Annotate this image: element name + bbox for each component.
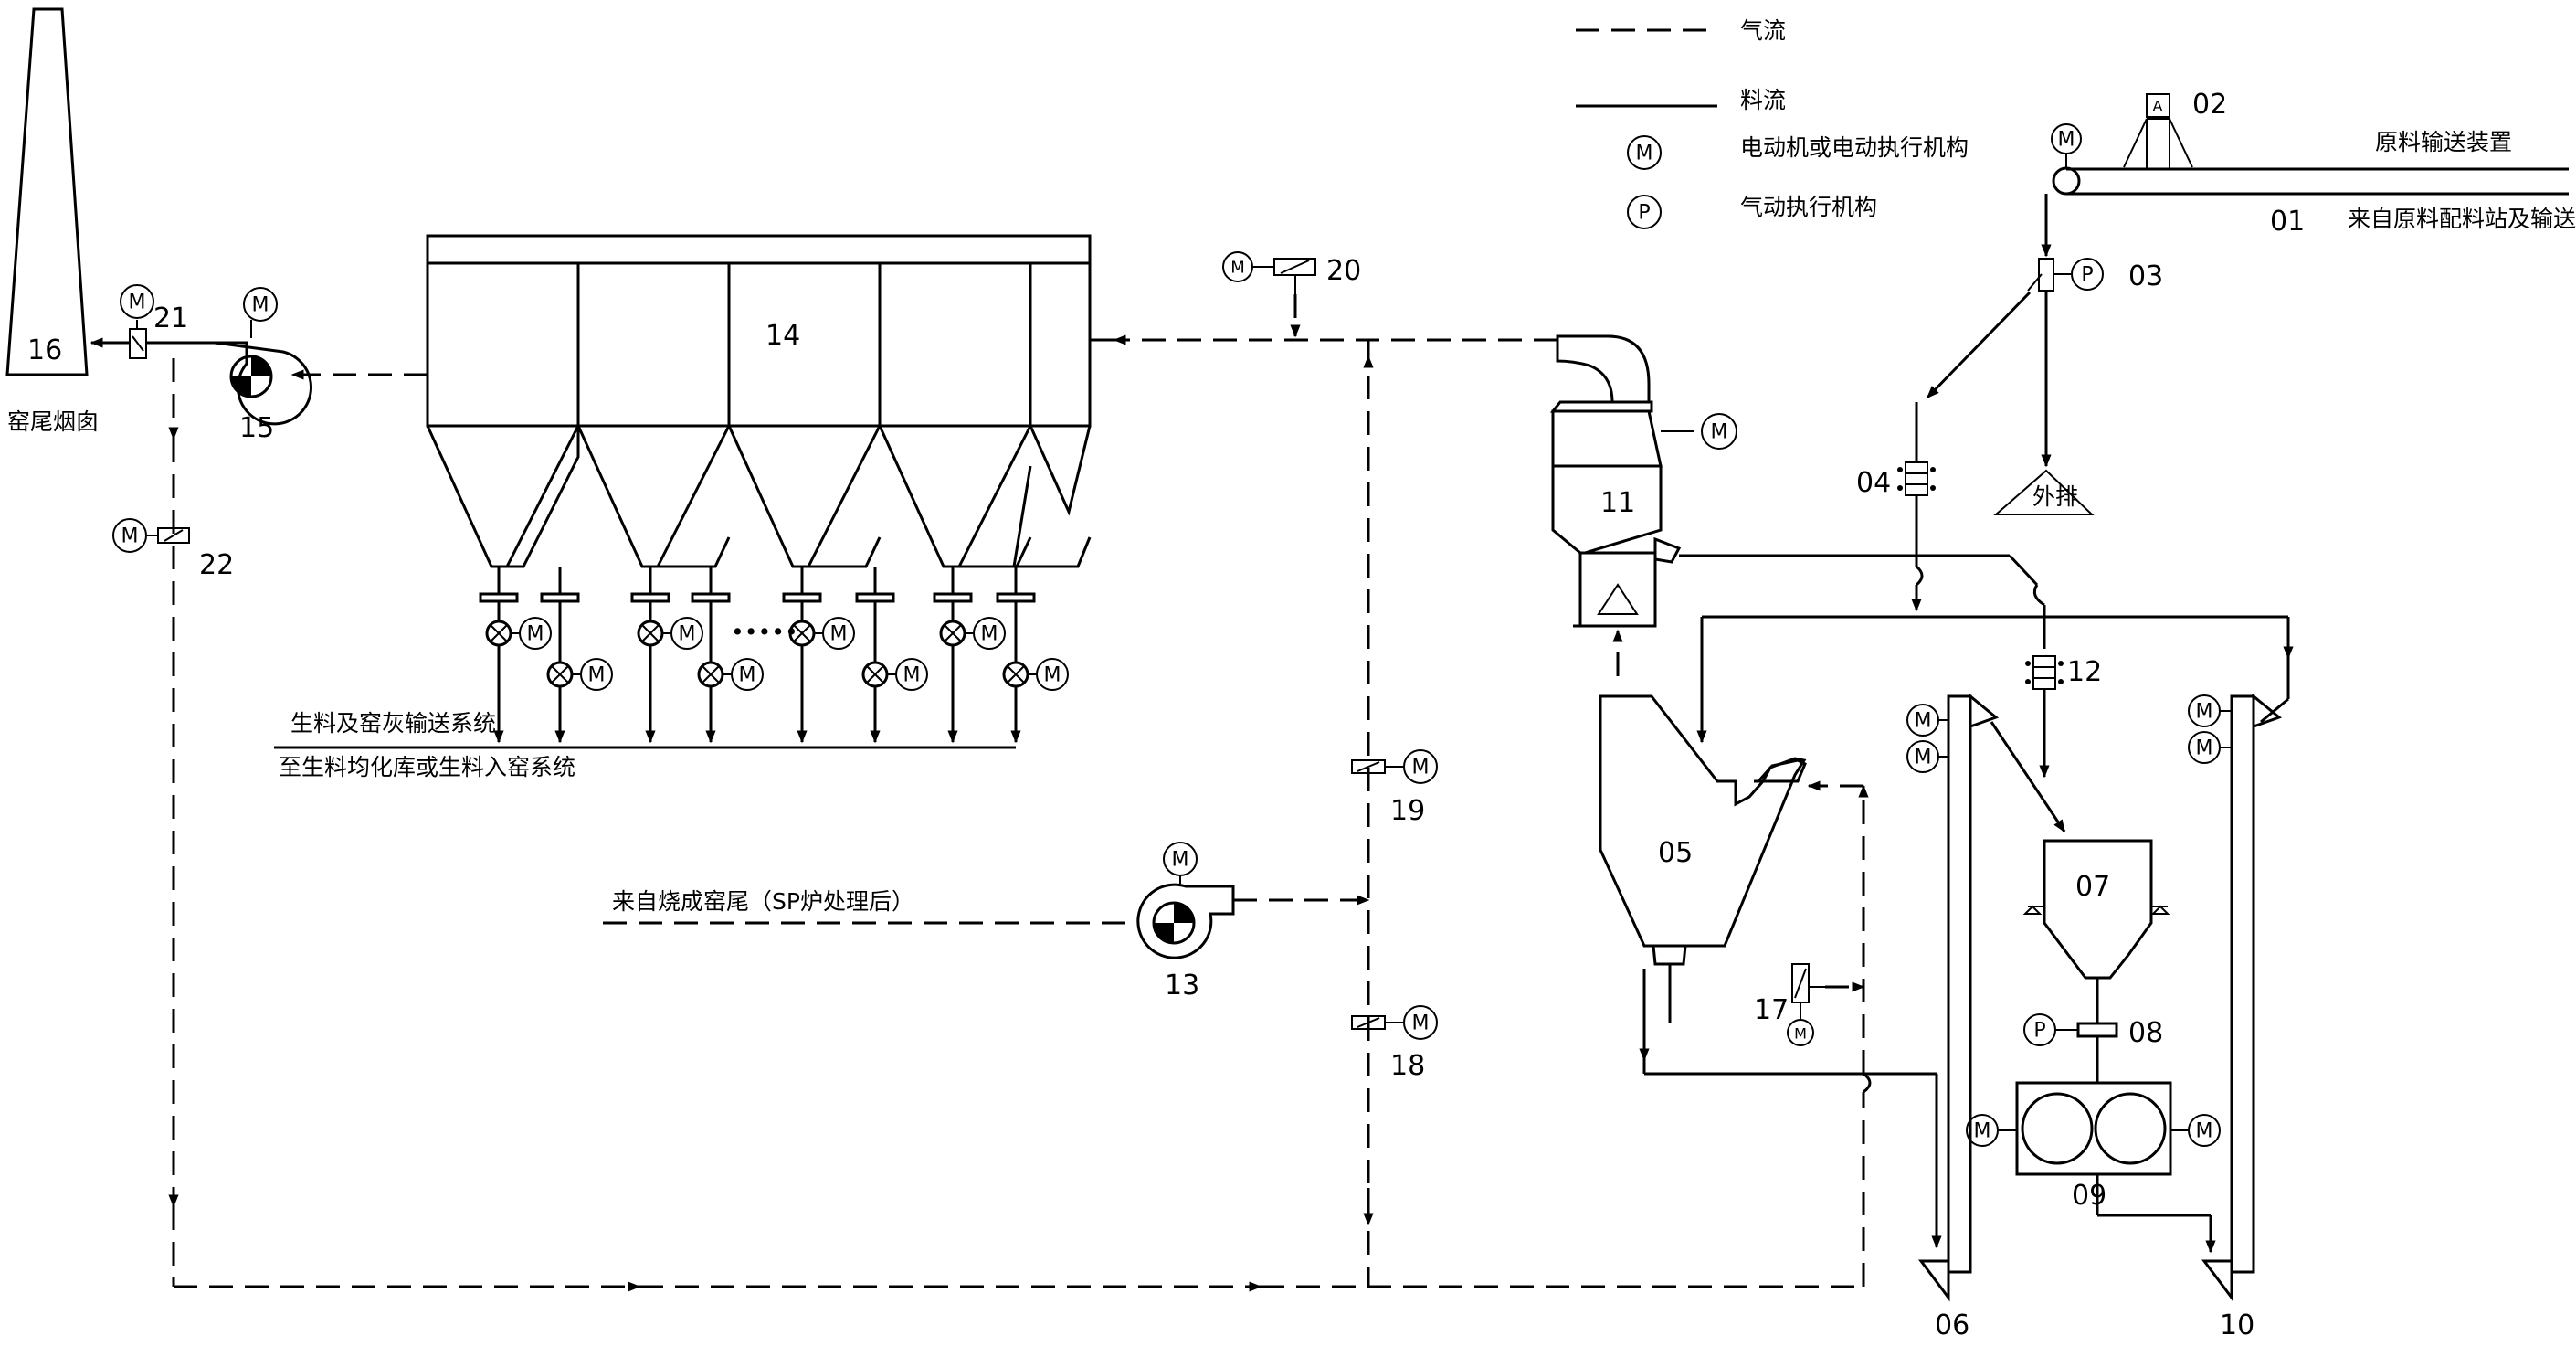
rotary-valve-motor-symbol-3: M (679, 623, 696, 646)
legend-pneumatic-symbol: P (1638, 202, 1650, 225)
rotary-valve-motor-symbol-4: M (739, 664, 756, 687)
feeder-12: 12 (2025, 656, 2102, 777)
label-06: 06 (1935, 1309, 1969, 1341)
weigh-symbol: A (2153, 98, 2163, 115)
dust-collector-14: 14 (428, 236, 1090, 567)
chimney-label: 窑尾烟囱 (7, 408, 99, 435)
hopper-gate-2 (542, 594, 578, 601)
elevator-06-motor-symbol-1: M (1915, 710, 1932, 733)
damper-19-motor-symbol: M (1412, 757, 1430, 779)
legend-material-label: 料流 (1740, 87, 1786, 113)
label-03: 03 (2128, 260, 2163, 292)
label-07: 07 (2075, 871, 2110, 903)
valve-08-pneumatic-symbol: P (2033, 1020, 2045, 1043)
legend-motor-symbol: M (1636, 143, 1653, 165)
damper-21-motor-symbol: M (129, 292, 146, 314)
label-13: 13 (1165, 970, 1199, 1002)
damper-22-motor-symbol: M (121, 525, 139, 548)
chimney-16: 16 窑尾烟囱 (7, 9, 99, 435)
damper-18: M 18 (1352, 1006, 1437, 1082)
stabilizing-bin-07: 07 (2025, 841, 2168, 1023)
damper-20-motor-symbol: M (1230, 259, 1245, 278)
pneumatic-symbol-03: P (2081, 264, 2093, 287)
feeder-04: 04 (1856, 402, 1936, 610)
label-19: 19 (1390, 795, 1425, 827)
label-14: 14 (765, 320, 800, 352)
belt-scale-02: A 02 (2124, 89, 2227, 168)
valve-dots: ••••• (731, 619, 798, 645)
elevator-10-motor-symbol-2: M (2196, 737, 2213, 760)
rotary-valve-motor-symbol-7: M (981, 623, 998, 646)
label-11: 11 (1600, 487, 1635, 519)
separator-05: 05 (1600, 696, 1937, 1247)
elevator-06-motor-symbol-2: M (1915, 747, 1932, 769)
rotary-valve-motor-symbol-1: M (527, 623, 544, 646)
label-21: 21 (153, 302, 188, 334)
raw-meal-system-label-1: 生料及窑灰输送系统 (290, 710, 496, 737)
label-18: 18 (1390, 1050, 1425, 1082)
mill-motor-symbol: M (1711, 421, 1728, 444)
legend-motor-label: 电动机或电动执行机构 (1740, 134, 1969, 161)
label-17: 17 (1754, 994, 1789, 1026)
rotary-valve-motor-symbol-5: M (830, 623, 848, 646)
raw-material-conveyor-01: M 原料输送装置 01 来自原料配料站及输送 (2052, 124, 2576, 238)
legend: 气流 料流 M 电动机或电动执行机构 P 气动执行机构 (1576, 17, 1969, 228)
rotary-valve-motor-symbol-2: M (588, 664, 606, 687)
rotary-valve-motor-symbol-6: M (903, 664, 921, 687)
bucket-elevator-10: M M 10 (2189, 695, 2279, 1341)
mill-table-icon (1599, 585, 1637, 614)
label-01: 01 (2270, 206, 2305, 238)
label-12: 12 (2067, 656, 2102, 688)
damper-19: M 19 (1352, 750, 1437, 827)
elevator-10-motor-symbol-1: M (2196, 701, 2213, 724)
hopper-gate-7 (934, 594, 971, 601)
hopper-gate-5 (784, 594, 820, 601)
rotary-valve-motor-symbol-8: M (1044, 664, 1061, 687)
damper-20: M 20 (1223, 252, 1361, 294)
hopper-gate-4 (692, 594, 729, 601)
fan-13-motor-symbol: M (1172, 849, 1189, 872)
valve-08: P 08 (2024, 1014, 2163, 1083)
label-02: 02 (2192, 89, 2227, 121)
from-batching-label: 来自原料配料站及输送 (2348, 206, 2576, 232)
hopper-gate-3 (632, 594, 669, 601)
hopper-gate-6 (857, 594, 893, 601)
legend-pneumatic-label: 气动执行机构 (1740, 194, 1877, 220)
hopper-valves: M M M M M M M M (480, 567, 1068, 742)
label-04: 04 (1856, 467, 1891, 499)
label-10: 10 (2220, 1309, 2254, 1341)
damper-21: M 21 (91, 285, 188, 358)
roller-press-09: M M 09 (1967, 1083, 2220, 1252)
fan-15-motor-symbol: M (252, 294, 269, 317)
raw-conveyor-label: 原料输送装置 (2375, 129, 2512, 155)
raw-meal-collector-line: 生料及窑灰输送系统 至生料均化库或生料入窑系统 (274, 710, 1016, 780)
roller-left-icon (2022, 1094, 2092, 1163)
conveyor-pulley-icon (2053, 168, 2079, 194)
legend-gas-label: 气流 (1740, 17, 1786, 44)
raw-meal-system-label-2: 至生料均化库或生料入窑系统 (279, 754, 575, 780)
circulating-fan-13: M 13 来自烧成窑尾（SP炉处理后） (603, 843, 1233, 1002)
label-09: 09 (2072, 1180, 2106, 1212)
hopper-gate-8 (998, 594, 1034, 601)
label-16: 16 (27, 334, 62, 366)
label-22: 22 (199, 549, 234, 581)
damper-17: M 17 (1754, 964, 1825, 1045)
damper-18-motor-symbol: M (1412, 1012, 1430, 1035)
roller-right-icon (2096, 1094, 2165, 1163)
damper-17-motor-symbol: M (1794, 1025, 1807, 1043)
label-20: 20 (1326, 255, 1361, 287)
from-kiln-label: 来自烧成窑尾（SP炉处理后） (612, 888, 914, 915)
press-motor-left-symbol: M (1974, 1120, 1991, 1143)
conveyor-motor-symbol: M (2058, 129, 2075, 152)
label-08: 08 (2128, 1017, 2163, 1049)
label-15: 15 (239, 412, 274, 444)
hopper-gate-1 (480, 594, 517, 601)
diverter-03: P 03 外排 (1927, 194, 2163, 514)
discharge-label: 外排 (2032, 483, 2078, 510)
vertical-mill-11: M 11 (1553, 336, 2044, 676)
label-05: 05 (1658, 837, 1693, 869)
press-motor-right-symbol: M (2196, 1120, 2213, 1143)
